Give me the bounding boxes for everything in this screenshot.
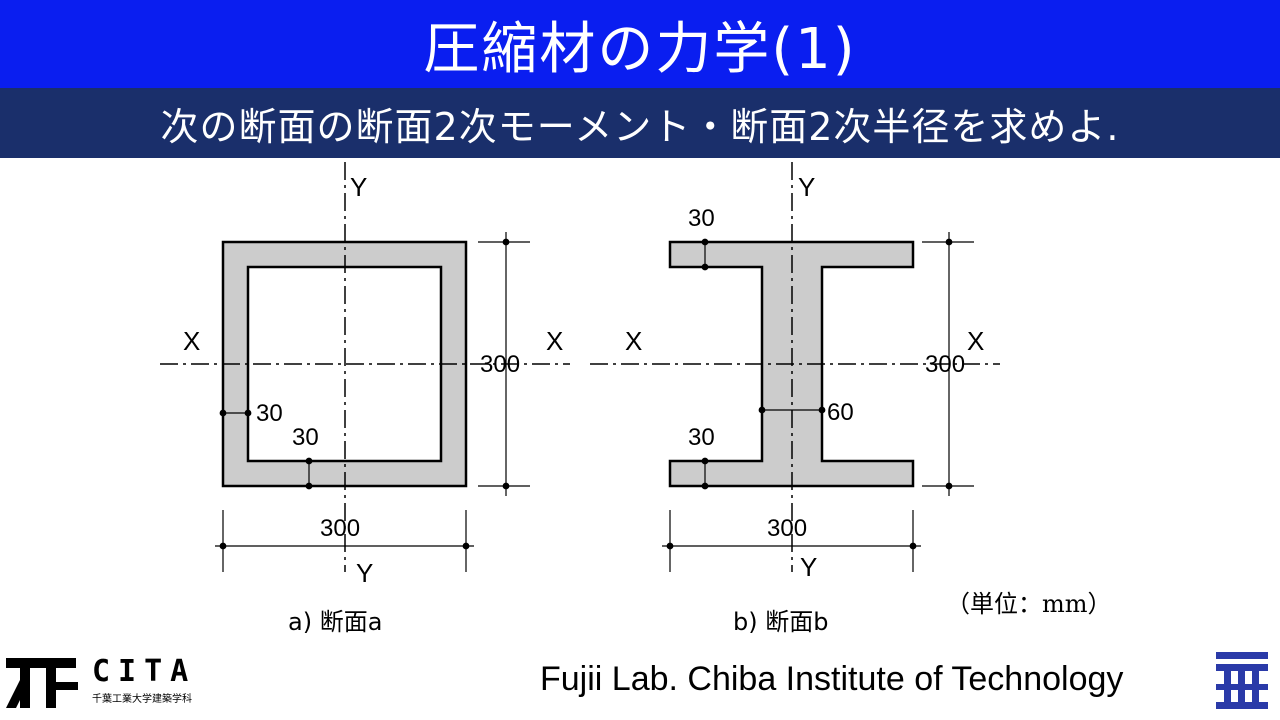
- section-a-shape: [221, 240, 468, 488]
- section-b-height-dimension: [922, 232, 974, 496]
- section-b-web-dimension: [758, 406, 826, 414]
- section-b-y-label-top: Y: [798, 172, 815, 202]
- section-b-width-dimension: [662, 510, 921, 572]
- section-b-x-label-left: X: [625, 326, 642, 356]
- section-a-width-label: 300: [320, 515, 360, 542]
- unit-note: （単位：mm）: [946, 590, 1112, 618]
- title-bar: 圧縮材の力学(1): [0, 0, 1280, 88]
- section-b-top-flange-dimension: [701, 238, 709, 271]
- section-b-web-label: 60: [827, 399, 854, 426]
- section-a-y-label-top: Y: [350, 172, 367, 202]
- section-b-top-flange-label: 30: [688, 205, 715, 232]
- section-a-caption: a) 断面a: [288, 608, 382, 636]
- problem-statement: 次の断面の断面2次モーメント・断面2次半径を求めよ.: [160, 104, 1120, 149]
- section-a-x-label-left: X: [183, 326, 200, 356]
- section-b-caption: b) 断面b: [733, 608, 828, 636]
- section-b-x-label-right: X: [967, 326, 984, 356]
- lab-credit: Fujii Lab. Chiba Institute of Technology: [540, 660, 1124, 698]
- section-a-x-label-right: X: [546, 326, 563, 356]
- section-a-side-thickness-label: 30: [256, 400, 283, 427]
- section-b-width-label: 300: [767, 515, 807, 542]
- section-a-bottom-thickness-dimension: [305, 457, 313, 490]
- section-b: Y Y X X 300 300 30: [590, 162, 1000, 636]
- section-a-width-dimension: [215, 510, 474, 572]
- university-emblem-icon: [1216, 652, 1268, 709]
- section-a-height-label: 300: [480, 351, 520, 378]
- cita-subtitle: 千葉工業大学建築学科: [92, 694, 192, 705]
- section-b-y-label-bottom: Y: [800, 552, 817, 582]
- section-a-y-label-bottom: Y: [356, 558, 373, 588]
- section-b-bottom-flange-dimension: [701, 457, 709, 490]
- page-title: 圧縮材の力学(1): [423, 16, 857, 82]
- section-b-bottom-flange-label: 30: [688, 424, 715, 451]
- section-b-height-label: 300: [925, 351, 965, 378]
- section-a-bottom-thickness-label: 30: [292, 424, 319, 451]
- cita-logo-icon: [6, 658, 78, 708]
- cita-wordmark: CITA: [92, 654, 197, 689]
- section-a-side-thickness-dimension: [219, 409, 252, 417]
- subtitle-bar: 次の断面の断面2次モーメント・断面2次半径を求めよ.: [0, 88, 1280, 158]
- section-a-height-dimension: [478, 232, 530, 496]
- section-a: Y Y X X 300 300 30: [160, 162, 570, 636]
